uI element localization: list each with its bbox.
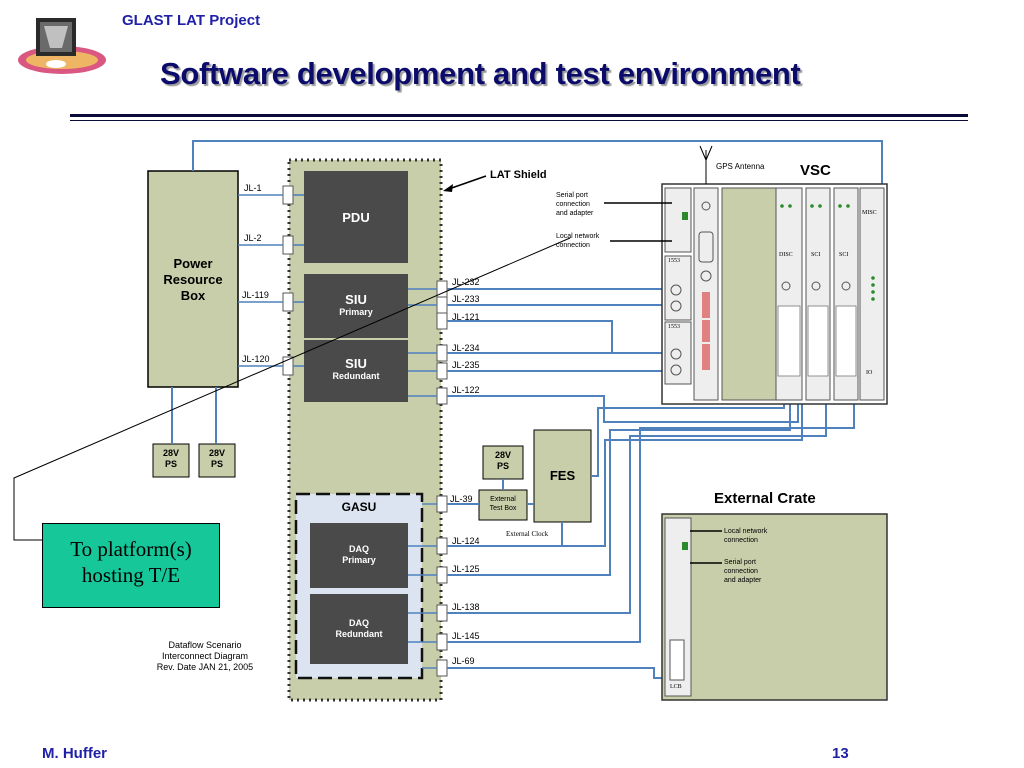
connector-jl-234: JL-234 <box>452 343 480 353</box>
connector-jl-120: JL-120 <box>242 354 270 364</box>
external-crate-shape <box>661 513 888 701</box>
ps-fes-shape <box>482 445 524 480</box>
lat-shield-label: LAT Shield <box>490 169 547 181</box>
page-number: 13 <box>832 745 849 762</box>
power-box-shape <box>147 170 239 388</box>
connector-jl-119: JL-119 <box>242 290 269 300</box>
vsc-card-sci-2: SCI <box>839 252 849 258</box>
connector-jl-2: JL-2 <box>244 233 262 243</box>
gasu-label: GASU <box>341 500 377 514</box>
external-crate-label: External Crate <box>714 490 816 507</box>
vsc-1553-b: 1553 <box>668 324 680 330</box>
pdu-shape <box>304 171 408 263</box>
ext-lcb-label: LCB <box>670 684 682 690</box>
title-rule <box>70 114 968 117</box>
vsc-card-sci-1: SCI <box>811 252 821 258</box>
external-clock-label: External Clock <box>506 530 549 538</box>
vsc-label: VSC <box>800 162 831 179</box>
connector-jl-145: JL-145 <box>452 631 480 641</box>
title-rule-thin <box>70 120 968 121</box>
fes-label: FES <box>549 468 576 483</box>
connector-jl-235: JL-235 <box>452 360 480 370</box>
siu-primary-label: SIU Primary <box>339 292 373 317</box>
test-box-shape <box>478 489 528 521</box>
connector-jl-138: JL-138 <box>452 602 480 612</box>
footer-author: M. Huffer <box>42 745 107 762</box>
vsc-1553-a: 1553 <box>668 258 680 264</box>
siu-redundant-shape <box>304 340 408 402</box>
connector-jl-39: JL-39 <box>450 494 473 504</box>
gps-antenna-label: GPS Antenna <box>716 162 765 171</box>
connector-jl-124: JL-124 <box>452 536 480 546</box>
scenario-note: Dataflow Scenario Interconnect Diagram R… <box>156 640 254 672</box>
connector-jl-1: JL-1 <box>244 183 262 193</box>
platform-box: To platform(s) hosting T/E <box>42 523 220 608</box>
connector-jl-69: JL-69 <box>452 656 475 666</box>
daq-redundant-shape <box>310 594 408 664</box>
connector-jl-122: JL-122 <box>452 385 480 395</box>
slide-title: Software development and test environmen… <box>160 56 801 91</box>
platform-line-1: To platform(s) <box>70 537 192 561</box>
siu-primary-shape <box>304 274 408 338</box>
vsc-misc: MISC <box>862 210 877 216</box>
fes-shape <box>533 429 592 523</box>
ps-left-shape <box>152 443 190 478</box>
project-label: GLAST LAT Project <box>122 12 261 29</box>
daq-primary-shape <box>310 523 408 588</box>
vsc-card-disc: DISC <box>779 252 793 258</box>
siu-redundant-label: SIU Redundant <box>332 356 380 381</box>
connector-jl-125: JL-125 <box>452 564 480 574</box>
connector-jl-121: JL-121 <box>452 312 480 322</box>
platform-line-2: hosting T/E <box>81 563 181 587</box>
glast-logo-icon <box>18 18 106 74</box>
pdu-label: PDU <box>342 210 370 225</box>
vsc-io: IO <box>866 370 873 376</box>
connector-jl-233: JL-233 <box>452 294 480 304</box>
connector-jl-232: JL-232 <box>452 277 480 287</box>
ps-right-shape <box>198 443 236 478</box>
